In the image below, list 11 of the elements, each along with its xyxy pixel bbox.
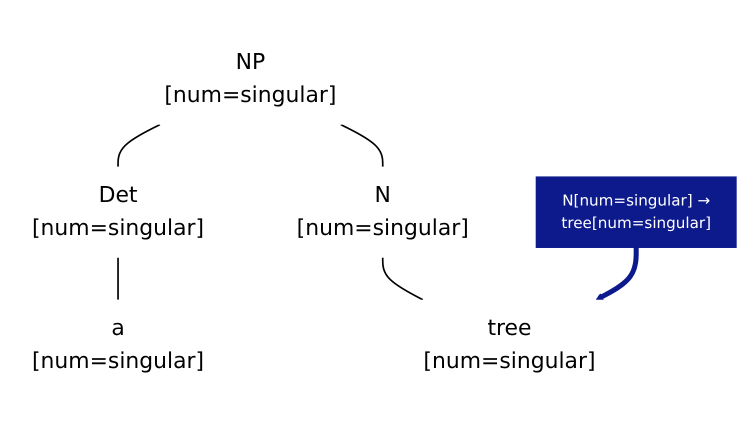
node-text: tree [num=singular] (423, 316, 596, 374)
node-text: N [num=singular] (296, 183, 469, 242)
node-text: a [num=singular] (32, 316, 204, 374)
node-text: NP [num=singular] (164, 50, 336, 108)
connector (117, 124, 160, 168)
connector (117, 258, 119, 300)
connector (382, 258, 424, 301)
node-text: Det [num=singular] (32, 183, 204, 242)
arrow (596, 248, 639, 301)
node-box: N[num=singular] → tree[num=singular] (536, 176, 737, 248)
connector (340, 124, 384, 168)
